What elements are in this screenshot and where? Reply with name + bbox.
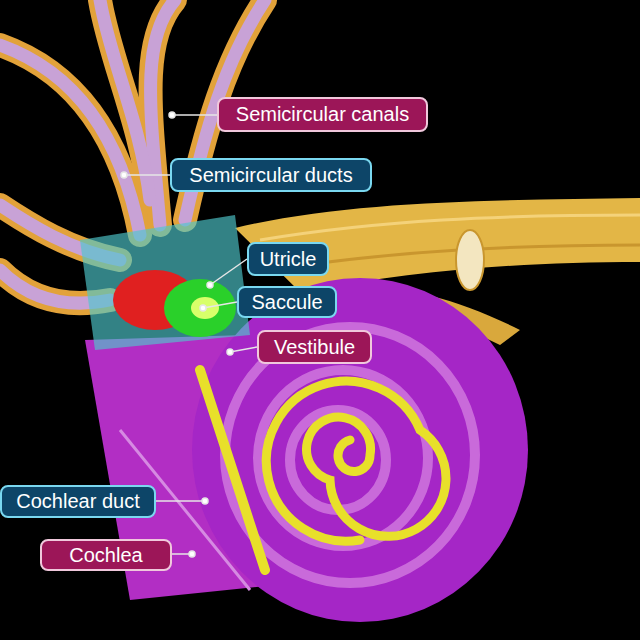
label-box: Semicircular ducts <box>170 158 372 192</box>
cochlear-duct-spiral <box>266 381 446 541</box>
part-name: Cochlea <box>69 544 142 567</box>
part-name: Saccule <box>251 291 322 314</box>
part-name: Semicircular canals <box>236 103 409 126</box>
nerve-section <box>456 230 484 290</box>
saccule-art <box>164 279 236 337</box>
part-name: Cochlear duct <box>16 490 139 513</box>
nerve <box>235 198 640 292</box>
part-name: Utricle <box>260 248 317 271</box>
part-name: Vestibule <box>274 336 355 359</box>
label-box: Saccule <box>237 286 337 318</box>
part-name: Semicircular ducts <box>189 164 352 187</box>
label-box: Semicircular canals <box>217 97 428 132</box>
label-box: Cochlear duct <box>0 485 156 518</box>
label-box: Utricle <box>247 242 329 276</box>
label-box: Cochlea <box>40 539 172 571</box>
label-box: Vestibule <box>257 330 372 364</box>
vestibule-art <box>80 215 250 350</box>
